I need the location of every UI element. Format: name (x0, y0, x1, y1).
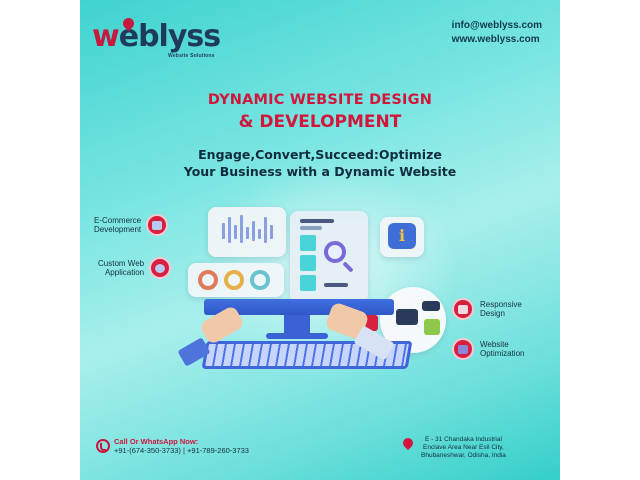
magnifier-icon (324, 241, 346, 263)
logo-wordmark: weblyss (92, 19, 221, 54)
monitor-stand (284, 315, 310, 335)
feature-label-line: Application (104, 268, 145, 277)
progress-ring (224, 270, 244, 290)
progress-rings-card (188, 263, 284, 297)
email-link[interactable]: info@weblyss.com (451, 20, 542, 31)
address-block: E - 31 Chandaka Industrial Enclave Area … (400, 435, 506, 460)
analytics-chart-card (208, 207, 286, 257)
promo-poster: weblyss Website Solutions info@weblyss.c… (80, 0, 560, 480)
address-line-3: Bhubaneshwar, Odisha, India (421, 452, 506, 459)
phone-numbers[interactable]: +91-(674-350-3733) | +91-789-260-3733 (114, 446, 249, 455)
subheadline-line-1: Engage,Convert,Succeed:Optimize (198, 147, 442, 162)
feature-website-optimization: Website Optimization (452, 338, 524, 360)
feature-label-line: E-Commerce (94, 216, 142, 225)
feature-responsive-design: Responsive Design (452, 298, 522, 320)
website-link[interactable]: www.weblyss.com (451, 34, 540, 45)
feature-label: Website Optimization (480, 340, 524, 358)
feature-label-line: Development (94, 225, 142, 234)
location-pin-icon (400, 435, 416, 451)
subheadline: Engage,Convert,Succeed:Optimize Your Bus… (80, 146, 560, 180)
phone-icon (96, 439, 110, 453)
feature-label-line: Website (480, 340, 509, 349)
brand-logo[interactable]: weblyss Website Solutions (92, 15, 262, 60)
info-card: i (380, 217, 424, 257)
lock-badge-icon (424, 319, 440, 335)
speed-icon (452, 338, 474, 360)
devices-icon (452, 298, 474, 320)
subheadline-line-2: Your Business with a Dynamic Website (183, 164, 457, 179)
search-panel-card (290, 211, 368, 303)
address-line-2: Enclave Area Near Esil City, (423, 444, 504, 451)
info-icon: i (388, 223, 416, 249)
logo-letter-w: w (92, 19, 120, 54)
feature-label: Responsive Design (480, 300, 522, 318)
address-line-1: E - 31 Chandaka Industrial (424, 436, 502, 443)
feature-label-line: Responsive (480, 300, 522, 309)
gear-icon (149, 257, 172, 279)
phone-contact[interactable]: Call Or WhatsApp Now: +91-(674-350-3733)… (96, 437, 249, 455)
headline-line-2: & DEVELOPMENT (238, 112, 402, 132)
logo-tagline: Website Solutions (168, 53, 215, 59)
logo-letters: eblyss (118, 19, 221, 54)
progress-ring (198, 270, 218, 290)
headline-line-1: DYNAMIC WEBSITE DESIGN (207, 92, 433, 108)
monitor-base (266, 333, 328, 339)
feature-label-line: Custom Web (98, 259, 145, 268)
feature-label-line: Design (480, 309, 505, 318)
feature-label-line: Optimization (480, 349, 525, 358)
feature-ecommerce: E-Commerce Development (94, 214, 169, 236)
feature-custom-web-app: Custom Web Application (98, 257, 172, 279)
cart-icon (146, 214, 169, 236)
computer-illustration: i (177, 195, 460, 395)
feature-label: Custom Web Application (98, 259, 144, 277)
contact-info: info@weblyss.com www.weblyss.com (452, 19, 542, 47)
feature-label: E-Commerce Development (94, 216, 141, 234)
phone-title: Call Or WhatsApp Now: (114, 437, 199, 446)
progress-ring (250, 270, 270, 290)
